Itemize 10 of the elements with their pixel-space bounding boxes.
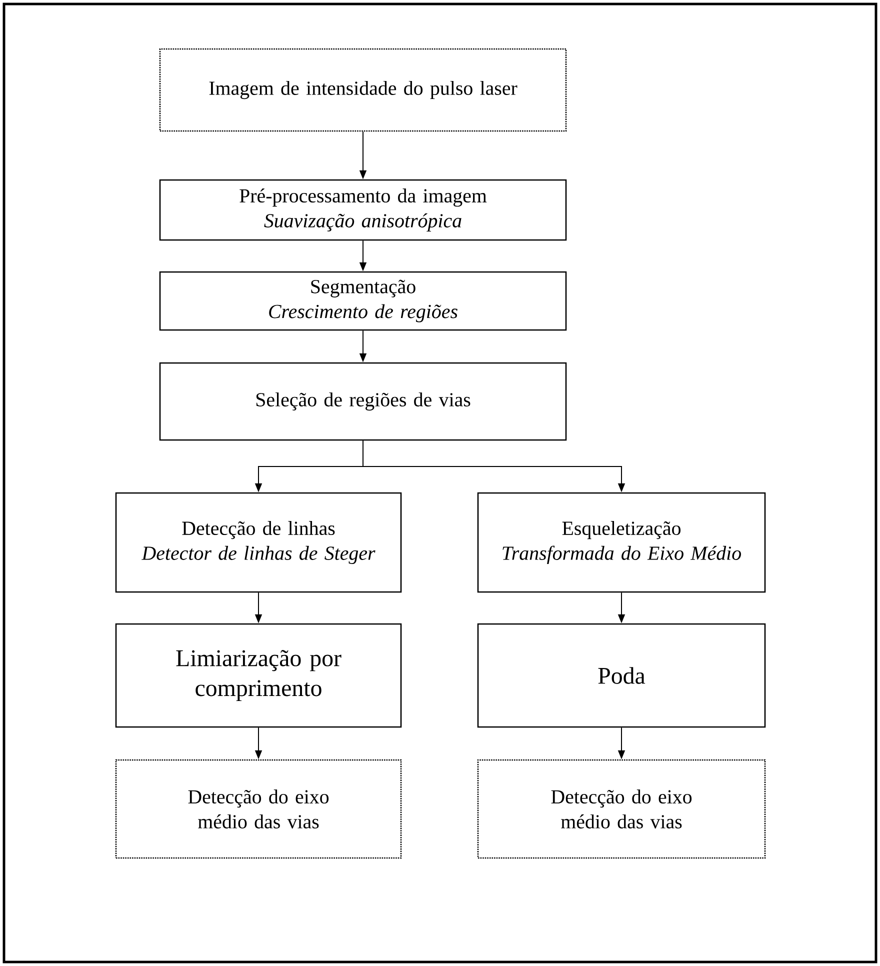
process-box: Esqueletização Transformada do Eixo Médio (477, 492, 766, 593)
terminal-box: Detecção do eixo médio das vias (477, 759, 766, 859)
process-box: Seleção de regiões de vias (159, 362, 567, 441)
terminal-box: Imagem de intensidade do pulso laser (159, 48, 567, 132)
process-box: Limiarização por comprimento (115, 623, 402, 728)
terminal-box: Detecção do eixo médio das vias (115, 759, 402, 859)
process-box: Pré-processamento da imagem Suavização anisotrópica (159, 179, 567, 241)
process-box: Segmentação Crescimento de regiões (159, 271, 567, 331)
process-box: Detecção de linhas Detector de linhas de Steger (115, 492, 402, 593)
process-box: Poda (477, 623, 766, 728)
